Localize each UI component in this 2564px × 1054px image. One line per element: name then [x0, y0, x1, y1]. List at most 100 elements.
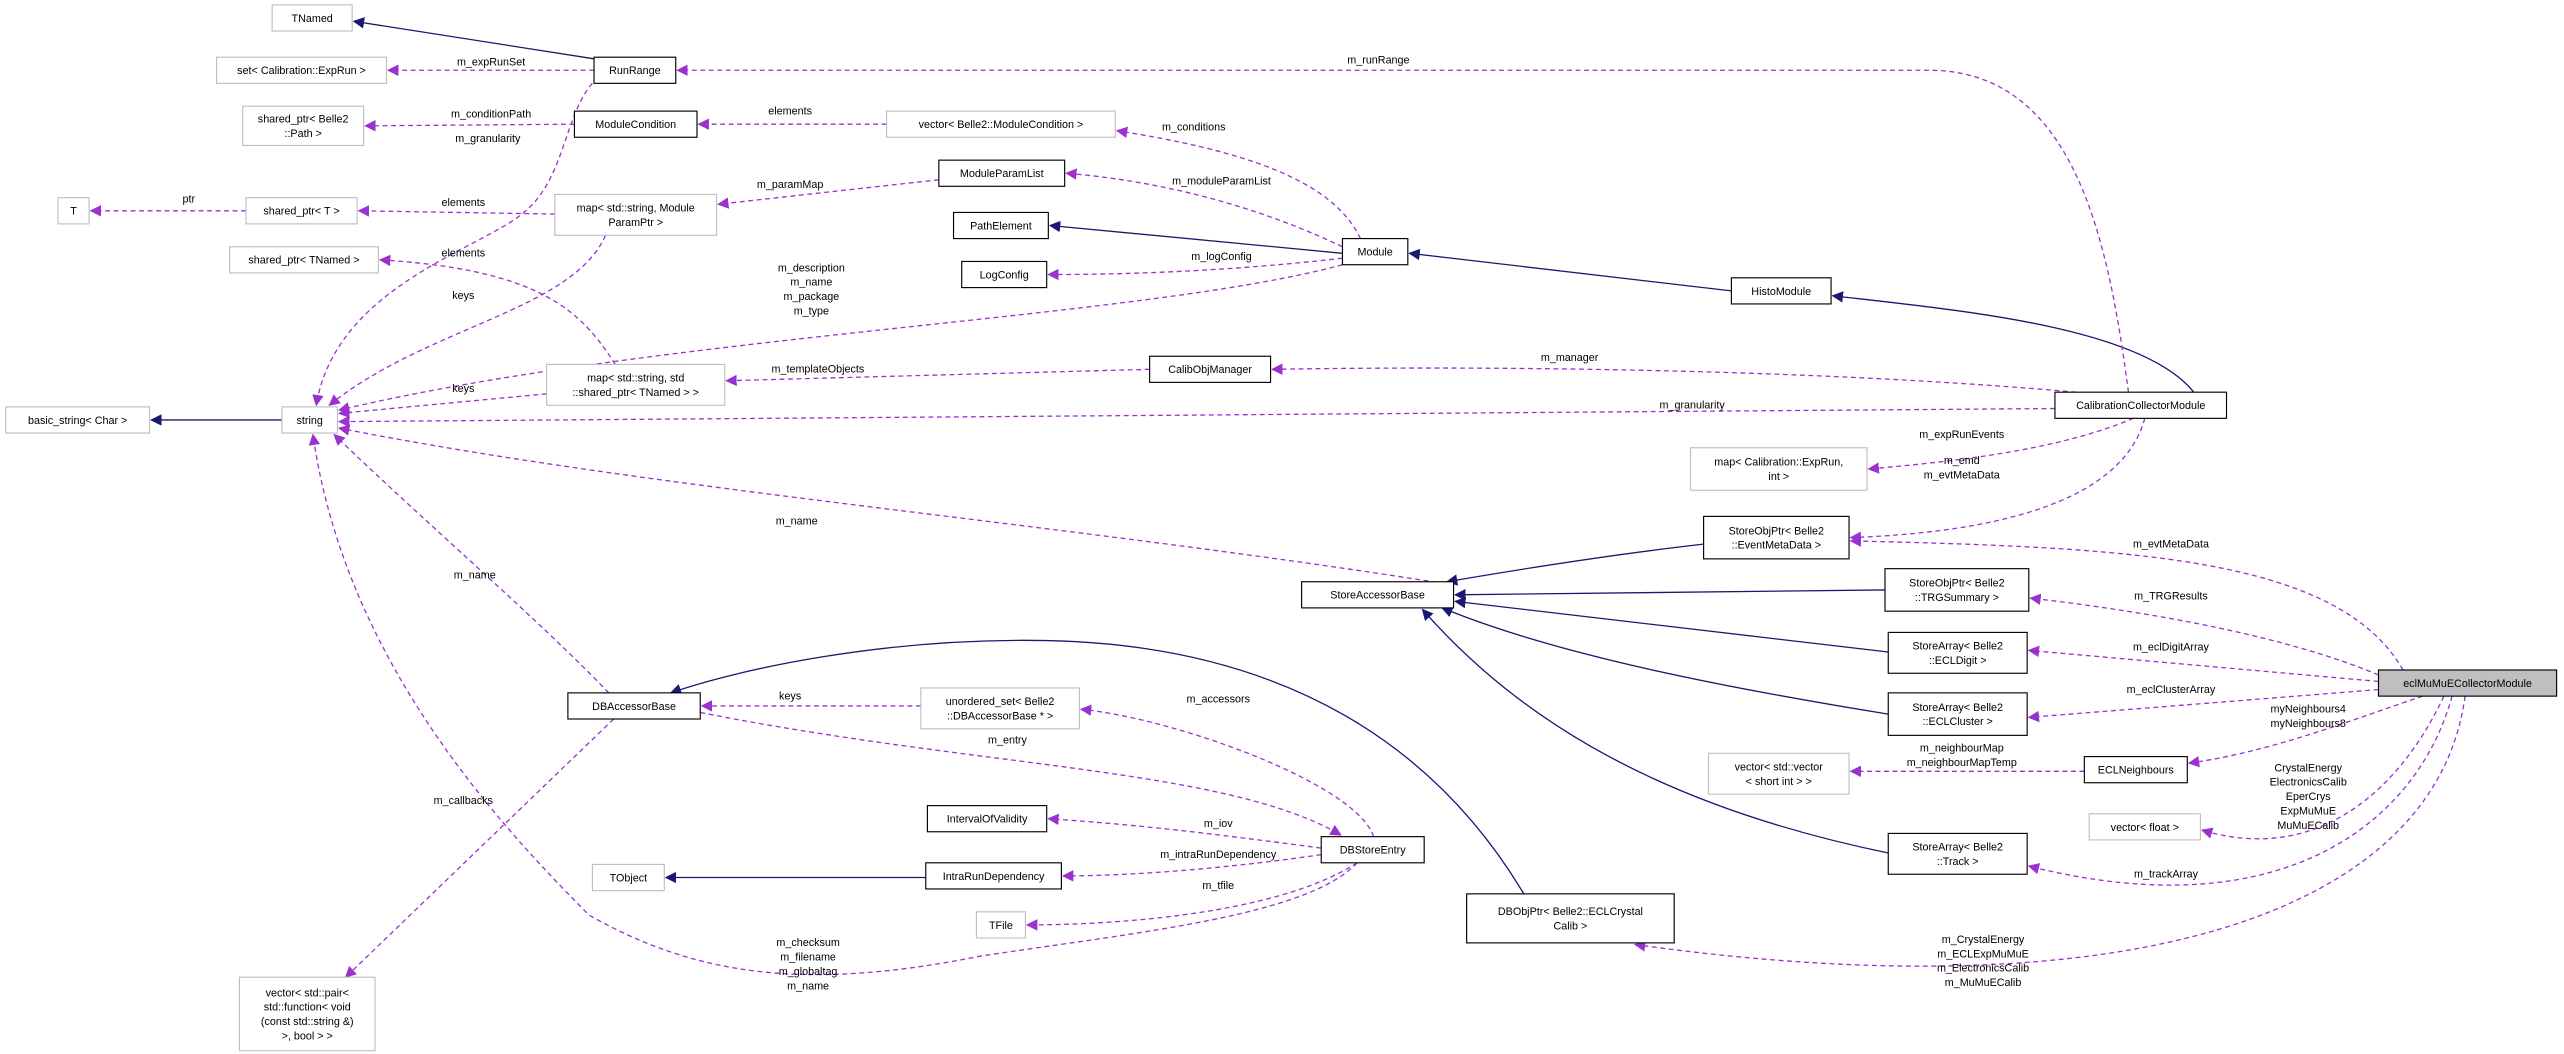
class-node-setexprun[interactable]: set< Calibration::ExpRun >	[215, 56, 388, 84]
node-box	[2377, 669, 2558, 697]
node-label: map< std::string, std	[587, 373, 684, 385]
class-node-sab[interactable]: StoreAccessorBase	[1301, 581, 1455, 609]
class-node-pathelement[interactable]: PathElement	[952, 211, 1049, 240]
edge-label: m_templateObjects	[772, 364, 865, 376]
usage-edge-CCM-to-string	[337, 407, 2055, 428]
class-node-mapexprun[interactable]: map< Calibration::ExpRun,int >	[1689, 447, 1868, 491]
class-node-module[interactable]: Module	[1341, 238, 1409, 266]
node-box	[2054, 391, 2228, 419]
node-label: StoreArray< Belle2	[1912, 702, 2003, 714]
usage-edge-DBStoreEntry-to-IRD	[1061, 853, 1322, 882]
node-box	[5, 406, 151, 434]
edge-label: myNeighbours4	[2271, 703, 2346, 715]
edge-label: ExpMuMuE	[2280, 805, 2336, 817]
class-node-iov[interactable]: IntervalOfValidity	[926, 805, 1048, 833]
node-label: map< std::string, Module	[577, 203, 695, 215]
node-box	[2083, 756, 2188, 784]
node-label: StoreArray< Belle2	[1912, 641, 2003, 653]
class-node-dbstoreentry[interactable]: DBStoreEntry	[1320, 836, 1425, 864]
inheritance-edge-CCM-to-HistoModule	[1831, 291, 2195, 393]
class-node-moduleparamlist[interactable]: ModuleParamList	[938, 159, 1066, 187]
node-label: vector< std::vector	[1735, 761, 1824, 773]
usage-edge-DBStoreEntry-to-uset	[1079, 704, 1375, 837]
class-node-runrange[interactable]: RunRange	[593, 56, 677, 84]
inheritance-edge-Module-to-PathElement	[1048, 220, 1343, 254]
usage-edge-ecl-to-dbObj	[1633, 696, 2466, 967]
class-node-sharedtnamed[interactable]: shared_ptr< TNamed >	[229, 246, 379, 274]
node-label: ::ECLCluster >	[1923, 716, 1993, 728]
class-node-vecmodcond[interactable]: vector< Belle2::ModuleCondition >	[885, 110, 1116, 138]
class-node-dbab[interactable]: DBAccessorBase	[567, 692, 701, 720]
class-node-soptrg[interactable]: StoreObjPtr< Belle2::TRGSummary >	[1884, 568, 2030, 612]
node-label: ::Track >	[1937, 856, 1979, 868]
usage-edge-ecl-to-saDigit	[2027, 645, 2379, 683]
edge-label: CrystalEnergy	[2274, 762, 2342, 774]
usage-edge-ModuleParamList-to-mapParam	[717, 179, 939, 209]
node-label: vector< Belle2::ModuleCondition >	[919, 119, 1084, 131]
usage-edge-CCM-to-RunRange	[676, 64, 2130, 393]
node-label: set< Calibration::ExpRun >	[237, 65, 366, 77]
class-node-eclneighbours[interactable]: ECLNeighbours	[2083, 756, 2188, 784]
usage-edge-CCM-to-CalibObjManager	[1271, 363, 2077, 393]
class-node-sadigit[interactable]: StoreArray< Belle2::ECLDigit >	[1887, 631, 2028, 674]
class-node-vecfloat[interactable]: vector< float >	[2088, 813, 2201, 841]
class-node-maptnamed[interactable]: map< std::string, std::shared_ptr< TName…	[546, 363, 726, 406]
edge-label: m_trackArray	[2134, 869, 2199, 881]
node-label: shared_ptr< T >	[263, 206, 339, 218]
edge-label: m_tfile	[1202, 880, 1234, 892]
node-box	[926, 805, 1048, 833]
class-node-logconfig[interactable]: LogConfig	[961, 260, 1048, 289]
usage-edge-CCM-to-sopEMD	[1849, 418, 2146, 543]
node-label: CalibrationCollectorModule	[2076, 400, 2205, 412]
node-label: ModuleCondition	[595, 119, 676, 131]
node-label: IntervalOfValidity	[947, 814, 1028, 826]
edge-label: m_moduleParamList	[1172, 176, 1271, 188]
edge-label: m_ECLExpMuMuE	[1937, 948, 2029, 960]
node-box	[554, 193, 718, 236]
edge-label: m_checksum	[776, 937, 839, 949]
node-box	[961, 260, 1048, 289]
node-label: StoreAccessorBase	[1330, 590, 1425, 602]
class-node-string[interactable]: string	[281, 406, 339, 434]
class-node-vecshort[interactable]: vector< std::vector< short int > >	[1707, 752, 1850, 795]
node-label: DBAccessorBase	[592, 701, 676, 713]
class-node-sharedt[interactable]: shared_ptr< T >	[245, 197, 358, 225]
edge-label: m_filename	[780, 952, 836, 964]
class-node-tfile[interactable]: TFile	[975, 911, 1027, 939]
class-node-basicstring[interactable]: basic_string< Char >	[5, 406, 151, 434]
node-label: ::ECLDigit >	[1929, 655, 1987, 667]
edge-label: ptr	[182, 194, 195, 206]
class-node-sharedpath[interactable]: shared_ptr< Belle2::Path >	[242, 105, 365, 147]
node-box	[1341, 238, 1409, 266]
node-label: ParamPtr >	[608, 217, 663, 229]
class-node-ecl[interactable]: eclMuMuECollectorModule	[2377, 669, 2558, 697]
class-node-t[interactable]: T	[57, 197, 90, 225]
node-box	[546, 363, 726, 406]
node-label: unordered_set< Belle2	[946, 696, 1055, 708]
class-node-tnamed[interactable]: TNamed	[271, 4, 353, 32]
class-node-ccm[interactable]: CalibrationCollectorModule	[2054, 391, 2228, 419]
node-box	[1466, 893, 1675, 944]
usage-edge-ecl-to-saTrack	[2027, 695, 2453, 886]
node-box	[1730, 277, 1832, 305]
node-box	[1301, 581, 1455, 609]
node-label: string	[297, 415, 323, 427]
class-node-satrack[interactable]: StoreArray< Belle2::Track >	[1887, 832, 2028, 875]
class-node-uset[interactable]: unordered_set< Belle2::DBAccessorBase * …	[920, 687, 1080, 730]
class-node-ird[interactable]: IntraRunDependency	[925, 862, 1062, 890]
edge-label: m_entry	[988, 735, 1028, 747]
node-label: ::TRGSummary >	[1915, 592, 1999, 604]
class-node-calibobjmanager[interactable]: CalibObjManager	[1149, 355, 1272, 383]
class-node-tobject[interactable]: TObject	[591, 863, 665, 892]
class-node-modulecondition[interactable]: ModuleCondition	[573, 110, 698, 138]
class-node-sopemd[interactable]: StoreObjPtr< Belle2::EventMetaData >	[1703, 515, 1850, 560]
node-box	[238, 976, 376, 1052]
class-node-sacluster[interactable]: StoreArray< Belle2::ECLCluster >	[1887, 692, 2028, 736]
class-node-histomodule[interactable]: HistoModule	[1730, 277, 1832, 305]
class-node-vecpair[interactable]: vector< std::pair<std::function< void(co…	[238, 976, 376, 1052]
node-box	[593, 56, 677, 84]
